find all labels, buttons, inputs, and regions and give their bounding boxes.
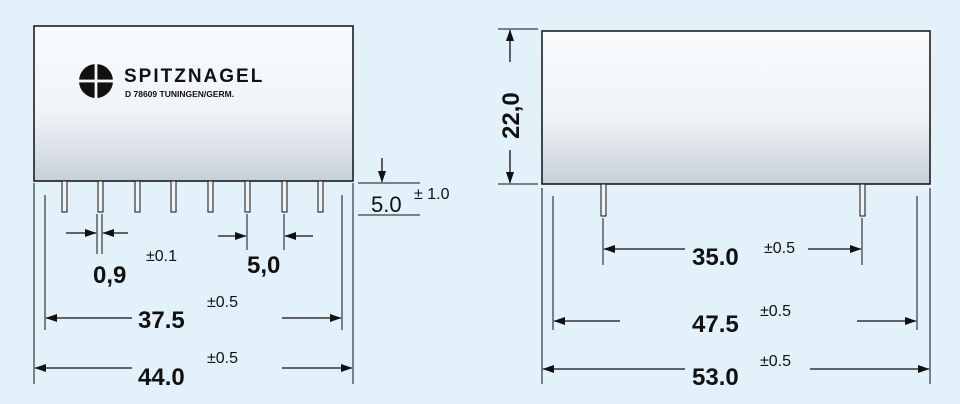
pin-length-value: 5.0 bbox=[371, 192, 402, 217]
mount-width-tolerance: ±0.5 bbox=[760, 303, 791, 320]
dim-body-width: 53.0 ±0.5 bbox=[542, 353, 930, 391]
spitznagel-logo: SPITZNAGEL D 78609 TUNINGEN/GERM. bbox=[78, 63, 264, 99]
dim-pin-length: 5.0 ± 1.0 bbox=[371, 158, 450, 217]
pin-width-tolerance: ±0.1 bbox=[146, 248, 177, 265]
pin-span-front-tolerance: ±0.5 bbox=[207, 294, 238, 311]
side-view: 22,0 35.0 ±0.5 47.5 ±0.5 bbox=[498, 28, 931, 391]
front-view: SPITZNAGEL D 78609 TUNINGEN/GERM. bbox=[33, 25, 450, 391]
dim-mount-width: 47.5 ±0.5 bbox=[553, 303, 917, 338]
pin-length-tolerance: ± 1.0 bbox=[414, 186, 450, 203]
pin-width-value: 0,9 bbox=[93, 262, 126, 289]
body-length-tolerance: ±0.5 bbox=[207, 350, 238, 367]
height-value: 22,0 bbox=[498, 92, 525, 139]
pin-span-side-value: 35.0 bbox=[692, 244, 739, 271]
dim-height: 22,0 bbox=[498, 28, 538, 185]
module-body-front bbox=[33, 25, 354, 182]
mount-width-value: 47.5 bbox=[692, 311, 739, 338]
dim-body-length: 44.0 ±0.5 bbox=[34, 350, 353, 391]
brand-name: SPITZNAGEL bbox=[124, 66, 264, 87]
body-width-value: 53.0 bbox=[692, 364, 739, 391]
pin-span-side-tolerance: ±0.5 bbox=[764, 240, 795, 257]
dim-pin-span-side: 35.0 ±0.5 bbox=[603, 240, 862, 271]
dim-pin-span-front: 37.5 ±0.5 bbox=[45, 294, 342, 334]
brand-address: D 78609 TUNINGEN/GERM. bbox=[125, 89, 234, 99]
pins-front bbox=[61, 180, 324, 213]
body-length-value: 44.0 bbox=[138, 364, 185, 391]
body-width-tolerance: ±0.5 bbox=[760, 353, 791, 370]
extension-lines-side bbox=[541, 188, 931, 384]
pin-span-front-value: 37.5 bbox=[138, 307, 185, 334]
pins-side bbox=[600, 183, 866, 217]
module-body-side bbox=[541, 30, 931, 185]
extension-lines-front bbox=[33, 182, 420, 384]
pin-pitch-value: 5,0 bbox=[247, 252, 280, 279]
dim-pin-width: 0,9 ±0.1 bbox=[66, 228, 177, 289]
dim-pin-pitch: 5,0 bbox=[218, 231, 313, 279]
